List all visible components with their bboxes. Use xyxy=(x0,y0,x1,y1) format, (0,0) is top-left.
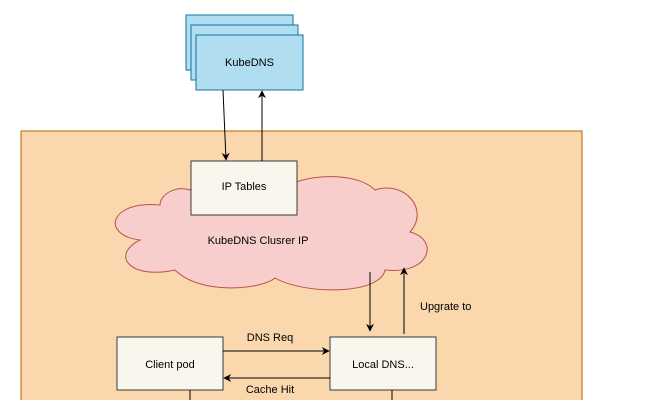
client-pod-box xyxy=(116,336,224,391)
cache-hit-label: Cache Hit xyxy=(246,384,294,396)
kubedns-stack: KubeDNS xyxy=(185,14,304,91)
kubedns-label: KubeDNS xyxy=(225,57,274,69)
cluster-ip-label: KubeDNS Clusrer IP xyxy=(208,235,309,247)
local-dns-box xyxy=(329,336,437,391)
arrow-kubedns-to-iptables xyxy=(221,89,230,161)
dns-req-label: DNS Req xyxy=(247,332,293,344)
local-dns-label: Local DNS... xyxy=(352,359,414,371)
upgrate-label: Upgrate to xyxy=(420,301,471,313)
client-pod-label: Client pod xyxy=(145,359,195,371)
ip-tables-label: IP Tables xyxy=(222,181,267,193)
ip-tables-box xyxy=(190,160,298,216)
kubedns-box xyxy=(195,34,304,91)
